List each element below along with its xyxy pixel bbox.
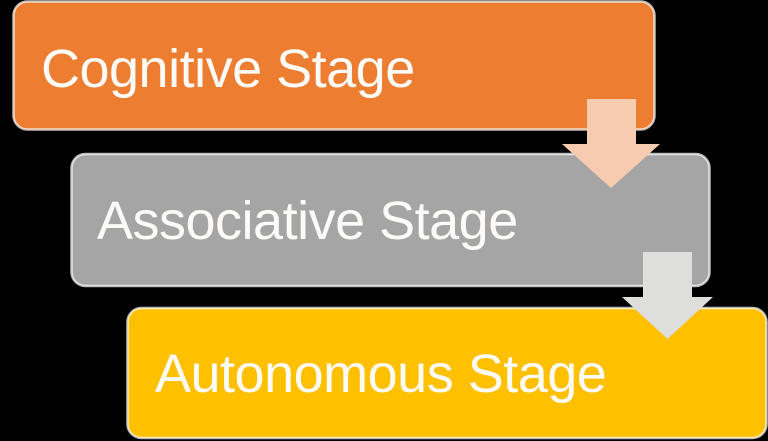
- down-arrow-icon-associative-to-autonomous: [622, 252, 713, 339]
- stage-cognitive: Cognitive Stage: [12, 0, 656, 131]
- stage-label-autonomous: Autonomous Stage: [155, 344, 606, 404]
- stage-associative: Associative Stage: [70, 152, 711, 288]
- stage-box-autonomous: [126, 306, 768, 440]
- stage-box-associative: [70, 152, 711, 288]
- stage-autonomous: Autonomous Stage: [126, 306, 768, 440]
- stage-label-cognitive: Cognitive Stage: [41, 39, 415, 99]
- down-arrow-icon-cognitive-to-associative: [562, 99, 660, 188]
- stage-label-associative: Associative Stage: [97, 191, 518, 251]
- stage-box-cognitive: [12, 0, 656, 131]
